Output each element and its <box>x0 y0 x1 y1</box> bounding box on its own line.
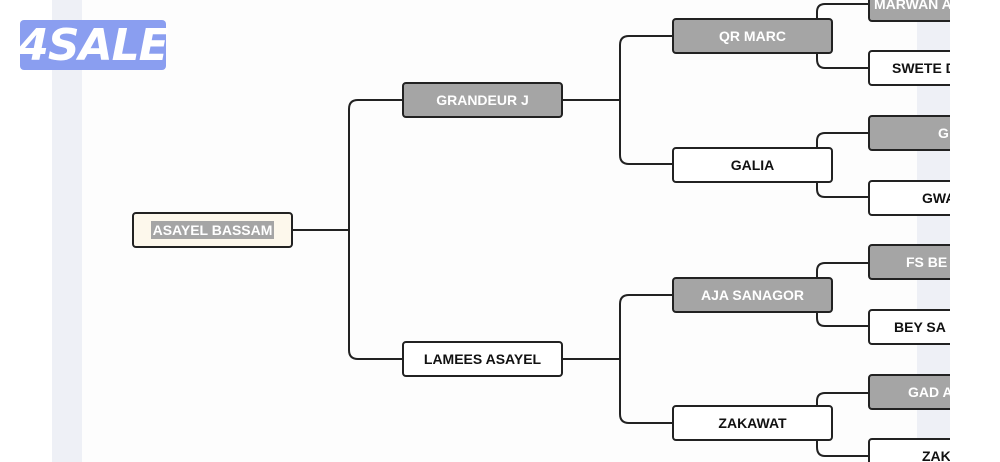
bracket-quarterfinal-1[interactable]: QR MARC <box>672 18 833 54</box>
bracket-area: ASAYEL BASSAM GRANDEUR J LAMEES ASAYEL Q… <box>132 0 950 462</box>
connector-root-bottom <box>348 229 404 360</box>
bracket-r16-7[interactable]: GAD A <box>868 374 950 410</box>
left-margin-stripe <box>52 0 82 462</box>
right-blank-area <box>950 0 1000 462</box>
connector-semi-bottom-up <box>619 294 674 360</box>
bracket-semifinal-top[interactable]: GRANDEUR J <box>402 82 563 118</box>
bracket-root-node[interactable]: ASAYEL BASSAM <box>132 212 293 248</box>
brand-logo: 4SALE <box>18 19 168 71</box>
bracket-quarterfinal-4[interactable]: ZAKAWAT <box>672 405 833 441</box>
bracket-root-label: ASAYEL BASSAM <box>150 221 275 239</box>
bracket-semifinal-bottom[interactable]: LAMEES ASAYEL <box>402 341 563 377</box>
bracket-quarterfinal-2[interactable]: GALIA <box>672 147 833 183</box>
brand-logo-text: 4SALE <box>18 19 168 71</box>
bracket-quarterfinal-3[interactable]: AJA SANAGOR <box>672 277 833 313</box>
bracket-r16-2[interactable]: SWETE D <box>868 50 950 86</box>
bracket-r16-5[interactable]: FS BE <box>868 244 950 280</box>
connector-root-top <box>348 99 404 231</box>
bracket-r16-8[interactable]: ZAK <box>868 438 950 462</box>
connector-semi-top-down <box>619 99 674 165</box>
connector-semi-top-up <box>619 35 674 101</box>
bracket-r16-6[interactable]: BEY SA <box>868 309 950 345</box>
bracket-r16-4[interactable]: GWA <box>868 180 950 216</box>
connector-semi-bottom-down <box>619 358 674 424</box>
bracket-r16-1[interactable]: MARWAN AL <box>868 0 950 22</box>
bracket-r16-3[interactable]: G <box>868 115 950 151</box>
